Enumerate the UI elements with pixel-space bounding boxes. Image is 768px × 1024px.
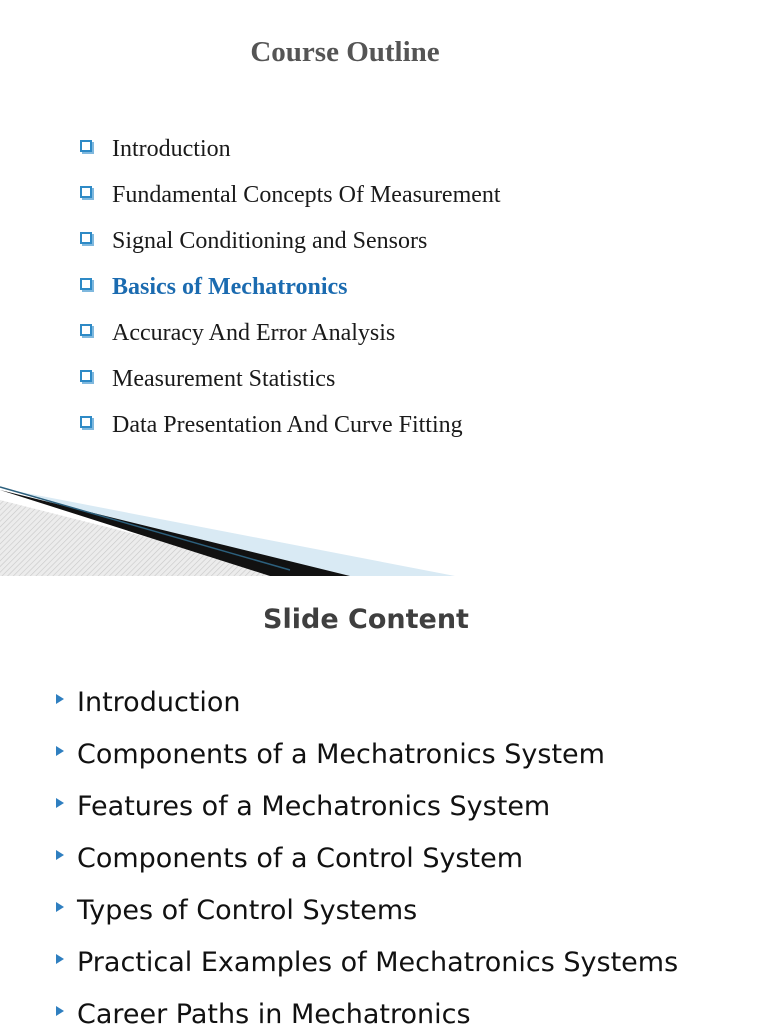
light-blue-wedge	[0, 488, 455, 576]
accent-line	[0, 486, 291, 571]
outline-item-label: Fundamental Concepts Of Measurement	[112, 181, 501, 208]
checkbox-square-icon	[80, 186, 92, 198]
content-item-label: Components of a Control System	[77, 842, 524, 874]
checkbox-square-icon	[80, 324, 92, 336]
slide-content-slide: Slide Content Introduction Components of…	[0, 576, 768, 1024]
slide-decoration	[0, 486, 455, 576]
outline-item-label: Measurement Statistics	[112, 365, 336, 392]
content-item-label: Types of Control Systems	[77, 894, 418, 926]
checkbox-square-icon	[80, 278, 92, 290]
content-item-label: Components of a Mechatronics System	[77, 738, 605, 770]
checkbox-square-icon	[80, 232, 92, 244]
outline-item-signal-conditioning: Signal Conditioning and Sensors	[80, 218, 501, 264]
triangle-bullet-icon	[56, 850, 64, 860]
content-item-components-mechatronics: Components of a Mechatronics System	[56, 728, 678, 780]
checkbox-square-icon	[80, 140, 92, 152]
checkbox-square-icon	[80, 416, 92, 428]
content-item-label: Introduction	[77, 686, 241, 718]
content-list: Introduction Components of a Mechatronic…	[56, 676, 678, 1024]
outline-item-data-presentation: Data Presentation And Curve Fitting	[80, 402, 501, 448]
triangle-bullet-icon	[56, 746, 64, 756]
content-item-components-control: Components of a Control System	[56, 832, 678, 884]
slide-title: Course Outline	[250, 36, 440, 68]
content-item-introduction: Introduction	[56, 676, 678, 728]
triangle-bullet-icon	[56, 798, 64, 808]
triangle-bullet-icon	[56, 902, 64, 912]
triangle-bullet-icon	[56, 1006, 64, 1016]
outline-item-accuracy-error: Accuracy And Error Analysis	[80, 310, 501, 356]
content-item-label: Career Paths in Mechatronics	[77, 998, 471, 1024]
outline-list: Introduction Fundamental Concepts Of Mea…	[80, 126, 501, 448]
outline-item-fundamental-concepts: Fundamental Concepts Of Measurement	[80, 172, 501, 218]
slide-title: Slide Content	[263, 604, 469, 635]
outline-item-label: Introduction	[112, 135, 231, 162]
outline-item-label: Accuracy And Error Analysis	[112, 319, 396, 346]
outline-item-label: Data Presentation And Curve Fitting	[112, 411, 463, 438]
content-item-career-paths: Career Paths in Mechatronics	[56, 988, 678, 1024]
course-outline-slide: Course Outline Introduction Fundamental …	[0, 36, 501, 576]
outline-item-label: Signal Conditioning and Sensors	[112, 227, 428, 254]
triangle-bullet-icon	[56, 954, 64, 964]
outline-item-measurement-statistics: Measurement Statistics	[80, 356, 501, 402]
outline-item-basics-of-mechatronics: Basics of Mechatronics	[80, 264, 501, 310]
outline-item-label: Basics of Mechatronics	[112, 273, 348, 300]
triangle-bullet-icon	[56, 694, 64, 704]
content-item-label: Features of a Mechatronics System	[77, 790, 551, 822]
content-item-practical-examples: Practical Examples of Mechatronics Syste…	[56, 936, 678, 988]
content-item-features-mechatronics: Features of a Mechatronics System	[56, 780, 678, 832]
checkbox-square-icon	[80, 370, 92, 382]
outline-item-introduction: Introduction	[80, 126, 501, 172]
content-item-types-control: Types of Control Systems	[56, 884, 678, 936]
content-item-label: Practical Examples of Mechatronics Syste…	[77, 946, 679, 978]
